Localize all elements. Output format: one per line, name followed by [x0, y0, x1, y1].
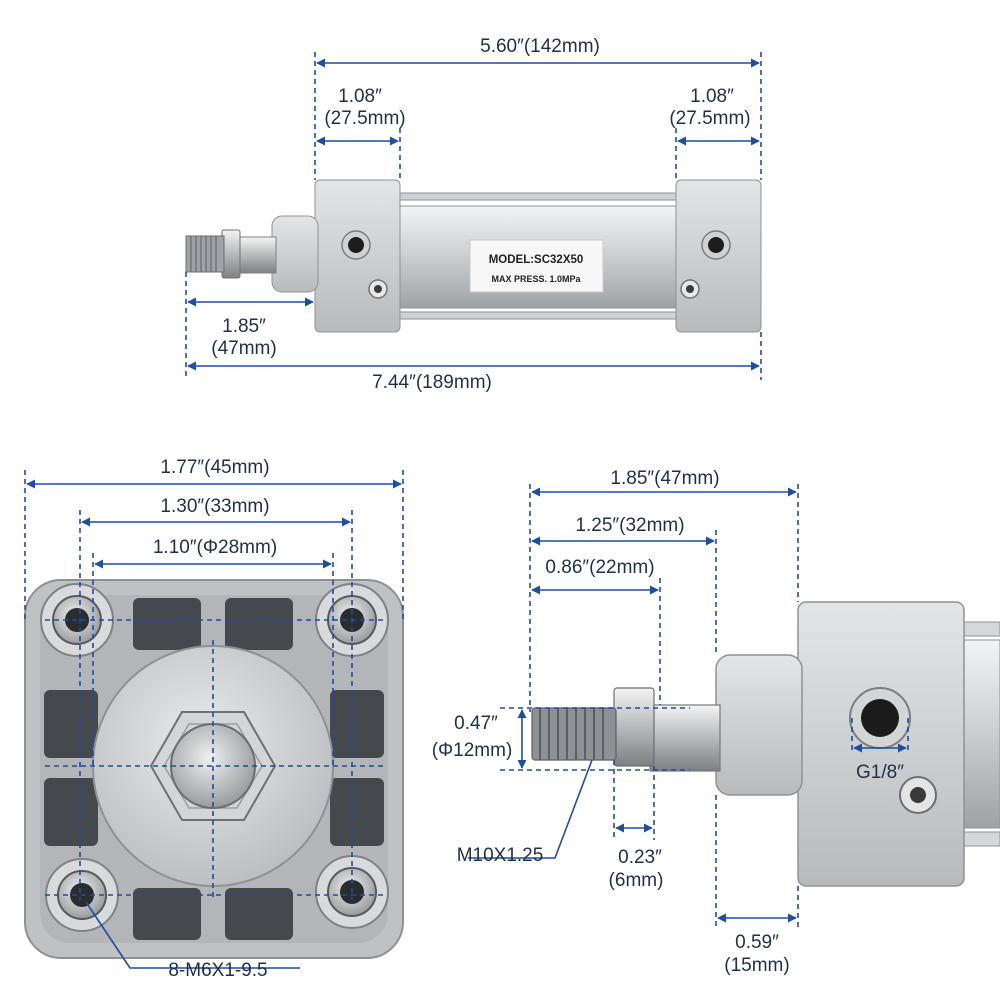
- dim-thread-callout: M10X1.25: [457, 845, 544, 866]
- dim-nut-line1: 0.23″: [618, 847, 662, 868]
- dim-bolt-pitch: 1.30″(33mm): [160, 496, 269, 517]
- front-view-dimensions: 1.77″(45mm) 1.30″(33mm) 1.10″(Φ28mm) 8-M…: [24, 457, 404, 981]
- closeup-cushion-hex: [910, 787, 926, 803]
- leader-bolt-callout: [85, 901, 300, 969]
- rear-cushion-hex: [686, 285, 694, 293]
- closeup-barrel: [959, 639, 1000, 829]
- thread-grooves: [190, 236, 217, 272]
- corner-bolt-tl: [40, 583, 114, 657]
- dim-boss-length: 1.25″(32mm): [575, 515, 684, 536]
- dim-left-cap-line1: 1.08″: [338, 86, 382, 107]
- leader-thread-callout: [468, 759, 593, 859]
- closeup-tie-rod-bottom: [959, 831, 1000, 847]
- closeup-nut: [613, 687, 655, 767]
- dim-boss-dia: 1.10″(Φ28mm): [153, 537, 277, 558]
- dim-right-cap-line1: 1.08″: [690, 86, 734, 107]
- closeup-boss: [715, 654, 803, 796]
- closeup-port-hole: [861, 699, 899, 737]
- dim-left-cap-line2: (27.5mm): [324, 108, 405, 129]
- dim-width: 1.77″(45mm): [160, 457, 269, 478]
- model-plate: [469, 239, 604, 293]
- closeup-thread-grooves: [539, 708, 604, 760]
- cylinder-top-view: MODEL:SC32X50 MAX PRESS. 1.0MPa: [185, 179, 762, 333]
- dim-right-cap-line2: (27.5mm): [669, 108, 750, 129]
- model-plate-model: MODEL:SC32X50: [489, 254, 584, 266]
- side-view-dimensions: 1.85″(47mm) 1.25″(32mm) 0.86″(22mm) 0.47…: [432, 468, 909, 976]
- dim-boss-line2: (15mm): [724, 955, 789, 976]
- dim-rod-length: 1.85″(47mm): [610, 468, 719, 489]
- front-cushion-hex: [374, 285, 382, 293]
- model-plate-pressure: MAX PRESS. 1.0MPa: [491, 274, 581, 284]
- dim-rod-dia-line2: (Φ12mm): [432, 740, 513, 761]
- dim-overall-body: 5.60″(142mm): [480, 36, 600, 57]
- piston-rod: [235, 236, 277, 274]
- dim-port-callout: G1/8″: [856, 762, 904, 783]
- dim-nut-line2: (6mm): [609, 870, 664, 891]
- cylinder-side-closeup: [531, 601, 1000, 887]
- dim-thread-length: 0.86″(22mm): [545, 557, 654, 578]
- closeup-tie-rod-top: [959, 621, 1000, 637]
- closeup-piston-rod: [649, 704, 721, 772]
- tie-rod-bottom: [394, 311, 686, 320]
- dim-boss-line1: 0.59″: [735, 932, 779, 953]
- rod-thread: [185, 235, 225, 273]
- dim-rod-dia-line1: 0.47″: [454, 713, 498, 734]
- dim-bolt-callout: 8-M6X1-9.5: [168, 960, 267, 981]
- front-port-hole: [348, 237, 364, 253]
- tie-rod-top: [394, 192, 686, 201]
- dim-rod-line1: 1.85″: [222, 316, 266, 337]
- top-view-dimensions: 5.60″(142mm) 1.08″ (27.5mm) 1.08″ (27.5m…: [185, 36, 762, 393]
- dim-overall-total: 7.44″(189mm): [372, 372, 492, 393]
- rear-port-hole: [708, 237, 724, 253]
- face-pockets: [44, 598, 384, 940]
- rod-nut: [221, 229, 241, 279]
- dim-rod-line2: (47mm): [211, 338, 276, 359]
- front-boss: [271, 215, 319, 293]
- cylinder-front-view: [24, 579, 404, 959]
